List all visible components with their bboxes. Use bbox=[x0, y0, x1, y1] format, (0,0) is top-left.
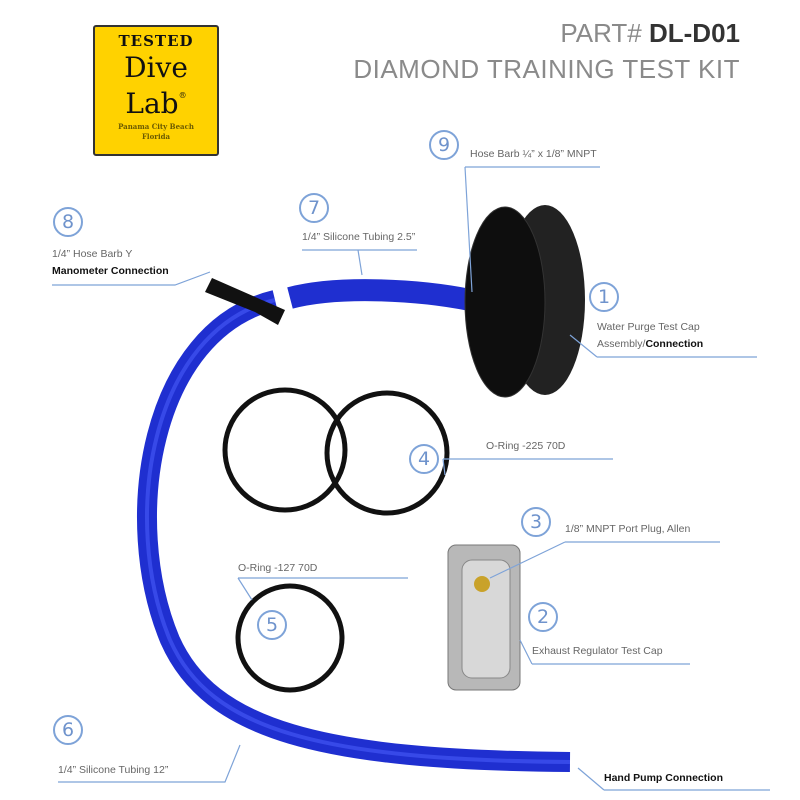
callout-8-line2: Manometer Connection bbox=[52, 265, 169, 277]
tubing-2-5-inch bbox=[287, 279, 473, 311]
logo-brand-line1: Dive bbox=[124, 51, 188, 84]
callout-2-label: Exhaust Regulator Test Cap bbox=[532, 645, 663, 657]
callout-9-label: Hose Barb ¼” x 1/8” MNPT bbox=[470, 148, 597, 160]
registered-mark: ® bbox=[178, 91, 187, 100]
hose-barb-y bbox=[205, 278, 285, 325]
o-ring-225-b bbox=[324, 390, 450, 516]
part-number: PART# DL-D01 bbox=[560, 18, 740, 48]
callout-5: 5 bbox=[257, 610, 287, 640]
callout-5-label: O-Ring -127 70D bbox=[238, 562, 318, 574]
callout-3-label: 1/8” MNPT Port Plug, Allen bbox=[565, 523, 691, 535]
callout-1-line2: Assembly/Connection bbox=[597, 338, 704, 350]
dive-lab-logo: TESTED Dive Lab® Panama City Beach Flori… bbox=[93, 25, 219, 156]
callout-6-label: 1/4” Silicone Tubing 12” bbox=[58, 764, 169, 776]
kit-name: DIAMOND TRAINING TEST KIT bbox=[353, 54, 740, 84]
logo-tested: TESTED bbox=[118, 32, 194, 50]
port-plug bbox=[474, 576, 490, 592]
test-cap bbox=[464, 206, 546, 398]
callout-1: 1 bbox=[589, 282, 619, 312]
o-ring-127 bbox=[235, 583, 345, 693]
callout-9: 9 bbox=[429, 130, 459, 160]
callout-7: 7 bbox=[299, 193, 329, 223]
callout-3: 3 bbox=[521, 507, 551, 537]
logo-brand-line2: Lab® bbox=[95, 86, 217, 122]
callout-4: 4 bbox=[409, 444, 439, 474]
callout-4-label: O-Ring -225 70D bbox=[486, 440, 566, 452]
callout-2: 2 bbox=[528, 602, 558, 632]
callout-6: 6 bbox=[53, 715, 83, 745]
callout-8-line1: 1/4” Hose Barb Y bbox=[52, 248, 133, 260]
callout-8: 8 bbox=[53, 207, 83, 237]
callout-1-line1: Water Purge Test Cap bbox=[597, 321, 700, 333]
logo-city: Panama City Beach bbox=[118, 122, 194, 131]
o-ring-225-a bbox=[222, 387, 348, 513]
logo-state: Florida bbox=[141, 132, 171, 141]
callout-7-label: 1/4” Silicone Tubing 2.5” bbox=[302, 231, 416, 243]
hand-pump-connection-label: Hand Pump Connection bbox=[604, 772, 723, 784]
logo-brand-lab: Lab bbox=[125, 87, 179, 120]
